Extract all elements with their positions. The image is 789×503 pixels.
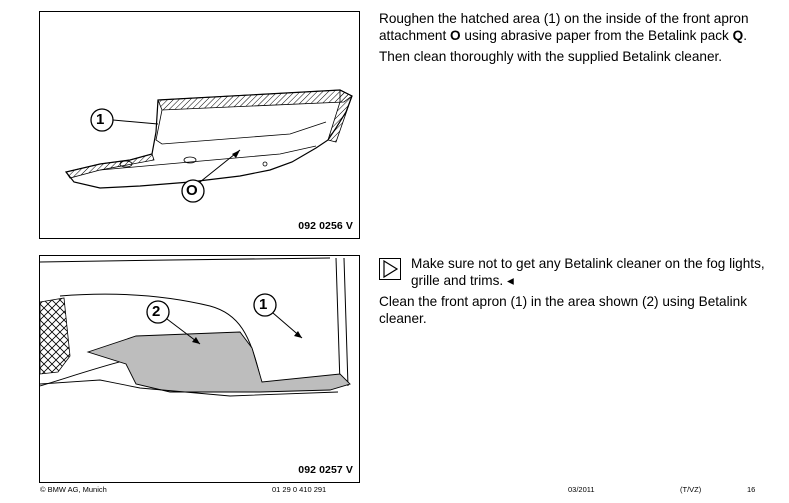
footer-code: (T/VZ) [680,485,702,494]
part-label-o: O [450,28,461,43]
pack-label-q: Q [732,28,744,43]
figure-front-apron-area: 2 1 092 0257 V [39,255,360,483]
triangle-arrow-icon [379,258,401,280]
callout-o: O [186,182,198,199]
figure-front-apron-attachment: 1 O 092 0256 V [39,11,360,239]
footer-date: 03/2011 [568,485,595,494]
instruction-block-2: Make sure not to get any Betalink cleane… [379,255,769,331]
front-apron-illustration [40,257,351,397]
apron-attachment-illustration [64,89,353,203]
callout-2: 2 [152,303,161,320]
instruction-clean-apron: Clean the front apron (1) in the area sh… [379,294,747,326]
text-part: Roughen the hatched area (1) on the insi… [379,11,749,43]
instruction-clean: Then clean thoroughly with the supplied … [379,49,723,64]
text-part: . [743,28,747,43]
note-end-icon: ◂ [506,273,514,288]
note: Make sure not to get any Betalink cleane… [379,255,769,289]
footer-doc-number: 01 29 0 410 291 [272,485,327,494]
instruction-block-1: Roughen the hatched area (1) on the insi… [379,10,769,69]
footer-page-number: 16 [747,485,756,494]
callout-1: 1 [96,111,105,128]
footer-copyright: © BMW AG, Munich [40,485,107,494]
instruction-roughen: Roughen the hatched area (1) on the insi… [379,10,769,44]
note-text: Make sure not to get any Betalink cleane… [411,256,765,288]
callout-1: 1 [259,296,268,313]
figure-code: 092 0257 V [298,464,353,476]
text-part: using abrasive paper from the Betalink p… [460,28,733,43]
figure-code: 092 0256 V [298,220,353,232]
